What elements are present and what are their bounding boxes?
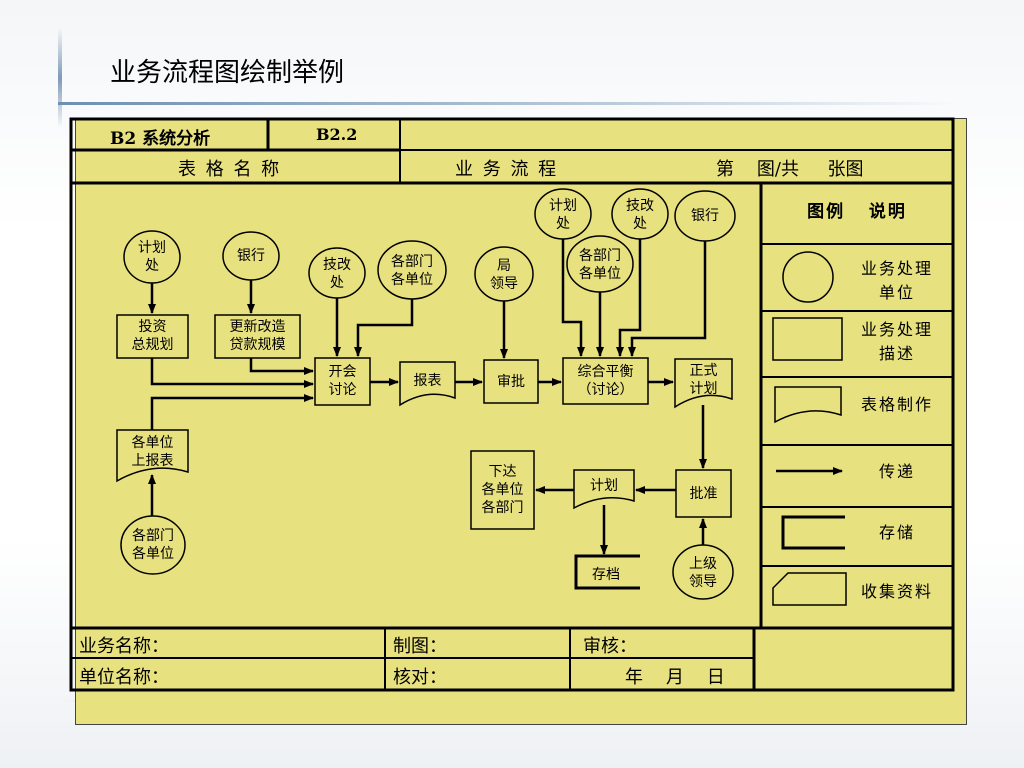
doc-jihua <box>573 469 635 510</box>
box-xiada-label: 下达 各单位 各部门 <box>481 464 524 516</box>
box-pizhun <box>675 469 732 518</box>
box-pizhun-label: 批准 <box>689 486 718 502</box>
legend-item-transfer: 传递 <box>878 462 915 481</box>
footer-drawn-by: 制图： <box>393 636 447 657</box>
header-form-name-label: 表 格 名 称 <box>178 159 282 180</box>
slide-title: 业务流程图绘制举例 <box>110 58 345 88</box>
doc-jihua-label: 计划 <box>590 478 618 494</box>
storage-cundang <box>574 554 640 590</box>
legend-collect-symbol <box>772 572 847 606</box>
node-gebumen-mid-label: 各部门 各单位 <box>391 254 433 288</box>
header-code-value: B2.2 <box>316 125 358 144</box>
slide-accent-bar <box>58 28 62 128</box>
node-gebumen-top-label: 各部门 各单位 <box>579 248 621 282</box>
legend-doc-symbol <box>774 386 842 424</box>
legend-circle-symbol <box>782 251 834 303</box>
node-yinhang-left-label: 银行 <box>237 248 265 264</box>
footer-unit-name: 单位名称： <box>79 667 169 688</box>
doc-baobiao-label: 报表 <box>413 373 442 389</box>
node-jihuachu-top-label: 计划 处 <box>549 198 577 232</box>
title-divider <box>58 102 958 105</box>
node-jihuachu-left-label: 计划 处 <box>138 240 166 274</box>
box-shenpi-label: 审批 <box>497 374 525 390</box>
header-process-label: 业 务 流 程 <box>455 159 559 180</box>
node-jigaichu-top-label: 技改 处 <box>626 198 654 232</box>
form-panel <box>75 118 967 725</box>
doc-zhengshi <box>674 358 733 409</box>
arrow-yinhang-to-zonghe <box>628 241 707 357</box>
storage-cundang-label: 存档 <box>592 567 620 583</box>
doc-gedanwei <box>116 429 189 483</box>
box-gengxin <box>214 314 301 359</box>
footer-checked-by: 核对： <box>393 667 447 688</box>
footer-date: 年 月 日 <box>625 667 725 688</box>
arrow-gebumen-to-kaihui <box>354 299 414 357</box>
footer-business-name: 业务名称： <box>79 636 169 657</box>
doc-zhengshi-label: 正式 计划 <box>689 363 718 397</box>
legend-storage-symbol <box>781 515 845 550</box>
node-gebumen-bottom-label: 各部门 各单位 <box>132 528 174 562</box>
box-xiada <box>470 450 535 530</box>
node-ju-lingdao-label: 局 领导 <box>490 258 518 292</box>
box-gengxin-label: 更新改造 贷款规模 <box>229 319 286 353</box>
legend-item-table: 表格制作 <box>860 395 933 414</box>
node-yinhang-top-label: 银行 <box>691 208 719 224</box>
form-grid <box>69 117 955 692</box>
arrow-jihuachu-to-zonghe <box>561 239 585 357</box>
arrow-gedanwei-to-kaihui <box>150 394 314 430</box>
legend-item-unit: 业务处理 单位 <box>860 259 933 302</box>
legend-item-description: 业务处理 描述 <box>860 320 933 363</box>
doc-gedanwei-label: 各单位 上报表 <box>131 435 174 469</box>
legend-title: 图例 说明 <box>807 202 907 222</box>
box-touzi-label: 投资 总规划 <box>131 319 174 353</box>
arrow-gengxin-to-kaihui <box>249 358 314 375</box>
legend-item-storage: 存储 <box>878 523 915 542</box>
doc-baobiao <box>399 361 456 407</box>
arrow-touzi-to-kaihui <box>150 358 314 388</box>
legend-rect-symbol <box>772 317 843 361</box>
box-zonghe-label: 综合平衡 （讨论） <box>577 364 634 398</box>
node-shangji-lingdao-label: 上级 领导 <box>689 556 717 590</box>
node-jigaichu-mid-label: 技改 处 <box>323 257 351 291</box>
footer-reviewed-by: 审核： <box>583 636 637 657</box>
box-kaihui-label: 开会 讨论 <box>328 364 357 398</box>
header-page-label: 第 图/共 张图 <box>716 159 864 180</box>
arrow-jigai-to-zonghe <box>616 239 642 357</box>
header-code-label: B2 系统分析 <box>110 129 211 149</box>
legend-item-collect: 收集资料 <box>860 582 933 601</box>
